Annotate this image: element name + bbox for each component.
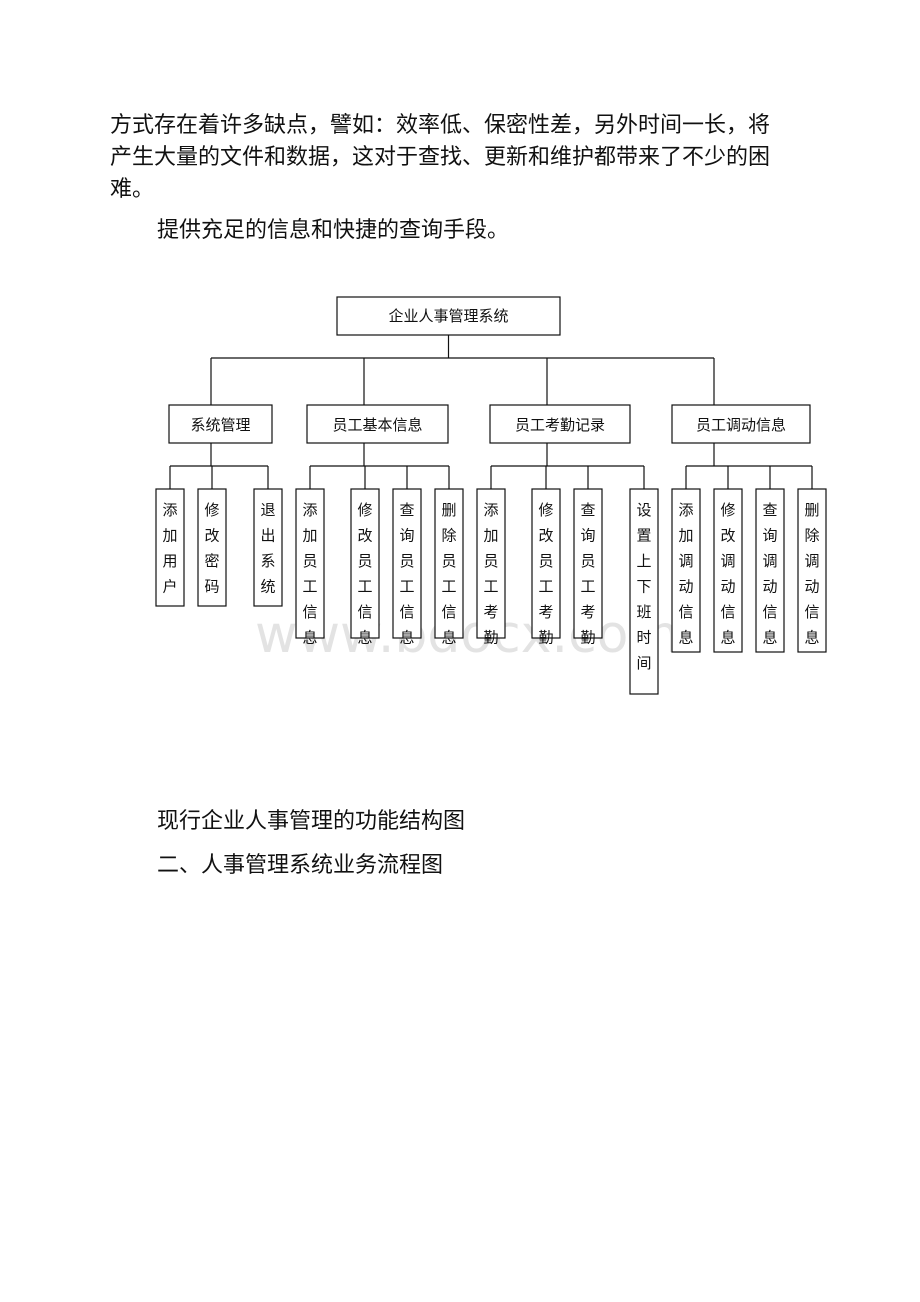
body-paragraph-line-1: 方式存在着许多缺点，譬如：效率低、保密性差，另外时间一长，将 bbox=[110, 113, 771, 138]
leaf-node-label: 删除调动信息 bbox=[804, 501, 819, 647]
leaf-node-label: 添加用户 bbox=[162, 501, 177, 596]
watermark-text: www.bdocx.com bbox=[255, 605, 679, 665]
leaf-node-box bbox=[755, 488, 785, 653]
leaf-node-box bbox=[155, 488, 185, 607]
leaf-node-label: 查询员工信息 bbox=[399, 501, 414, 647]
section-heading: 二、人事管理系统业务流程图 bbox=[157, 853, 444, 878]
leaf-node-label: 设置上下班时间 bbox=[636, 501, 651, 672]
leaf-node-box bbox=[476, 488, 506, 639]
body-paragraph-line-3: 难。 bbox=[110, 177, 155, 202]
branch-node-box bbox=[168, 404, 273, 444]
leaf-node-label: 修改调动信息 bbox=[720, 501, 735, 647]
branch-node-box bbox=[306, 404, 449, 444]
leaf-node-label: 修改员工考勤 bbox=[538, 501, 553, 647]
leaf-node-label: 添加员工信息 bbox=[302, 501, 317, 647]
branch-node-box bbox=[489, 404, 631, 444]
leaf-node-box bbox=[797, 488, 827, 653]
leaf-node-box bbox=[434, 488, 464, 639]
body-paragraph-line-2: 产生大量的文件和数据，这对于查找、更新和维护都带来了不少的困 bbox=[110, 145, 771, 170]
branch-node-label: 员工调动信息 bbox=[696, 416, 786, 434]
leaf-node-box bbox=[713, 488, 743, 653]
leaf-node-box bbox=[629, 488, 659, 695]
root-node-box bbox=[336, 296, 561, 336]
branch-node-box bbox=[671, 404, 811, 444]
note-paragraph: 提供充足的信息和快捷的查询手段。 bbox=[157, 218, 510, 243]
leaf-node-label: 添加员工考勤 bbox=[483, 501, 498, 647]
leaf-node-box bbox=[295, 488, 325, 639]
function-structure-chart: www.bdocx.com 企业人事管理系统系统管理添加用户 修改密码 退出系统 员工… bbox=[155, 296, 827, 695]
leaf-node-label: 修改密码 bbox=[204, 501, 219, 596]
leaf-node-label: 查询员工考勤 bbox=[580, 501, 595, 647]
leaf-node-box bbox=[392, 488, 422, 639]
leaf-node-label: 退出系统 bbox=[260, 501, 275, 596]
leaf-node-label: 查询调动信息 bbox=[762, 501, 777, 647]
root-node-label: 企业人事管理系统 bbox=[388, 307, 508, 325]
branch-node-label: 员工基本信息 bbox=[332, 416, 422, 434]
leaf-node-box bbox=[531, 488, 561, 639]
leaf-node-label: 删除员工信息 bbox=[441, 501, 456, 647]
leaf-node-box bbox=[350, 488, 380, 639]
leaf-node-box bbox=[573, 488, 603, 639]
leaf-node-box bbox=[671, 488, 701, 653]
figure-caption: 现行企业人事管理的功能结构图 bbox=[157, 809, 466, 834]
branch-node-label: 员工考勤记录 bbox=[515, 416, 605, 434]
leaf-node-label: 添加调动信息 bbox=[678, 501, 693, 647]
leaf-node-box bbox=[197, 488, 227, 607]
branch-node-label: 系统管理 bbox=[190, 416, 250, 434]
leaf-node-box bbox=[253, 488, 283, 607]
leaf-node-label: 修改员工信息 bbox=[357, 501, 372, 647]
